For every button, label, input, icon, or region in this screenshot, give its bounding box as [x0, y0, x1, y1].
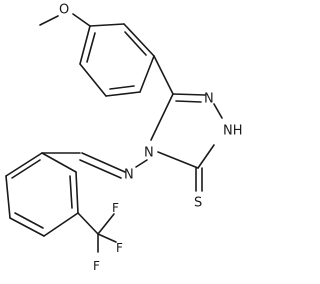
atom-n-imine: N [124, 168, 134, 183]
atom-s: S [194, 196, 202, 211]
bond-n2-c3 [197, 144, 215, 169]
atom-f2: F [116, 241, 123, 255]
atom-n4: N [144, 146, 154, 161]
bond-ar6 [79, 25, 91, 65]
bond-n4-c5 [150, 93, 174, 141]
trifluoromethylphenyl-ring [5, 152, 79, 237]
bond-c3-n4 [157, 151, 199, 169]
bond-br-double-3 [69, 175, 73, 209]
bond-ar2 [123, 23, 155, 57]
bond-ar-double-2 [109, 85, 135, 90]
structure-canvas: O N NH N N S F F F [5, 2, 243, 273]
bond-br4 [43, 212, 79, 237]
atom-o: O [59, 3, 69, 18]
bond-ar1 [89, 23, 125, 27]
bond-br2 [5, 175, 11, 219]
bond-aryl-triazole [153, 55, 174, 95]
bond-o-aryl [72, 13, 91, 27]
atom-f1: F [112, 201, 119, 215]
bond-c5-n1 [172, 93, 206, 96]
atom-n1: N [204, 92, 214, 107]
bond-n4-n-imine [135, 159, 148, 168]
bond-br3 [9, 217, 45, 237]
bond-methyl-o [39, 15, 59, 26]
bond-ar4 [105, 91, 141, 97]
bond-br-double-2 [14, 212, 44, 229]
bond-c-f1 [97, 213, 115, 235]
atom-nh: NH [223, 124, 243, 139]
bond-n1-n2 [213, 103, 223, 119]
bond-br5 [75, 171, 79, 214]
methoxyphenyl-ring [79, 23, 155, 97]
bond-c-f2 [97, 233, 117, 243]
bond-ar-double-1 [124, 31, 147, 56]
bond-imine-double-b [79, 159, 122, 179]
triazole-ring [150, 93, 223, 169]
bond-c5-n1-double [175, 100, 202, 103]
bond-ar3 [139, 55, 155, 93]
bond-ar5 [79, 63, 107, 97]
bond-ar-double-3 [86, 32, 96, 63]
atom-f3: F [93, 259, 100, 273]
bond-br-double-1 [11, 159, 41, 179]
bond-imine-double-a [81, 152, 126, 173]
bond-br6 [41, 152, 77, 173]
bond-br1 [5, 152, 43, 177]
bond-aryl-cf3 [77, 212, 99, 235]
chemical-structure: O N NH N N S F F F [5, 3, 243, 273]
